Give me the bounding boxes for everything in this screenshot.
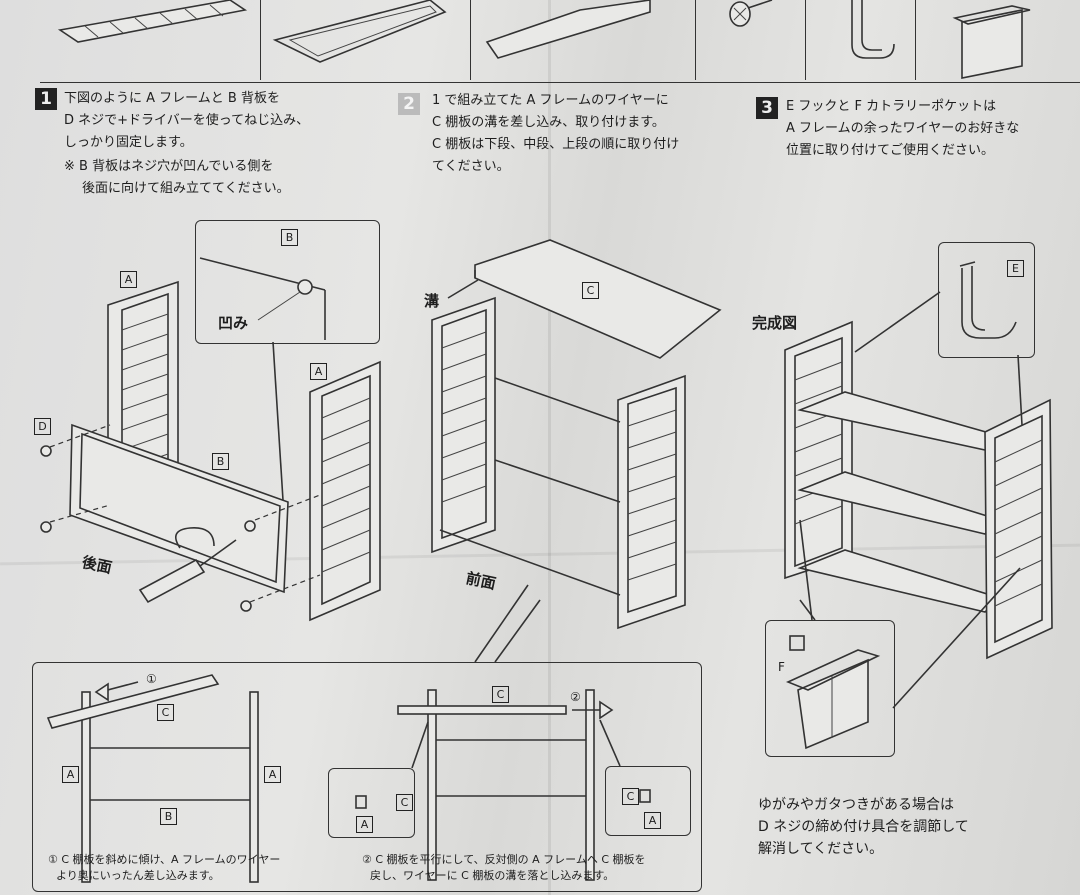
step1-note-line: ※ B 背板はネジ穴が凹んでいる側を bbox=[64, 159, 274, 174]
part-cell-screw bbox=[695, 0, 806, 80]
label-frame-a: A bbox=[310, 363, 327, 380]
label-hekomi: 凹み bbox=[218, 314, 249, 332]
detail-step1-drawing bbox=[46, 674, 259, 883]
part-cell-hook bbox=[805, 0, 916, 80]
screw-icon bbox=[40, 521, 52, 533]
label-backboard-b: B bbox=[212, 453, 229, 470]
part-frame-drawing bbox=[57, 0, 248, 43]
pocket-checkbox-icon bbox=[789, 635, 805, 651]
shelf-insertion-detail-panel bbox=[32, 662, 702, 892]
step2-line: てください。 bbox=[432, 159, 510, 174]
hook-detail-panel bbox=[938, 242, 1035, 358]
wire-detail-right-panel bbox=[605, 766, 691, 836]
hekomi-detail-panel bbox=[195, 220, 380, 344]
step3-line: E フックと F カトラリーポケットは bbox=[786, 99, 997, 114]
finished-rack-left-frame bbox=[784, 320, 853, 580]
step2-line: C 棚板は下段、中段、上段の順に取り付け bbox=[432, 137, 680, 152]
cutlery-pocket-icon bbox=[952, 5, 1031, 79]
step2-right-frame bbox=[617, 374, 686, 630]
step3-line: 位置に取り付けてご使用ください。 bbox=[786, 143, 995, 158]
detail-note-2: ② C 棚板を平行にして、反対側の A フレームへ C 棚板を 戻し、ワイヤーに… bbox=[362, 852, 646, 884]
label-shelf-c: C bbox=[396, 794, 413, 811]
step2-number-badge: 2 bbox=[398, 93, 420, 115]
part-cell-shelf bbox=[470, 0, 696, 80]
detail-note-1-line: ① C 棚板を斜めに傾け、A フレームのワイヤー bbox=[48, 853, 281, 866]
label-mizo: 溝 bbox=[424, 292, 440, 310]
detail-step2-drawing bbox=[355, 689, 651, 881]
step1-line: D ネジで+ドライバーを使ってねじ込み、 bbox=[64, 113, 310, 128]
hekomi-detail-drawing bbox=[199, 257, 326, 501]
screw-icon bbox=[244, 520, 256, 532]
part-cell-backboard bbox=[260, 0, 471, 80]
part-shelf-drawing bbox=[485, 0, 651, 59]
step3-line: A フレームの余ったワイヤーのお好きな bbox=[786, 121, 1020, 136]
label-circle-2: ② bbox=[570, 690, 581, 704]
label-kanseizu: 完成図 bbox=[752, 314, 798, 332]
screw-icon bbox=[240, 600, 252, 612]
step2-left-frame bbox=[431, 296, 496, 554]
label-backboard-b: B bbox=[281, 229, 298, 246]
hook-detail-drawing bbox=[854, 261, 1023, 426]
pocket-detail-panel bbox=[765, 620, 895, 757]
parts-strip bbox=[40, 0, 1080, 83]
hook-icon bbox=[851, 0, 895, 59]
step1-line: 下図のように A フレームと B 背板を bbox=[64, 91, 280, 106]
finished-rack-right-frame bbox=[984, 398, 1053, 660]
step2-line: C 棚板の溝を差し込み、取り付けます。 bbox=[432, 115, 665, 130]
adjustment-note: ゆがみやガタつきがある場合は D ネジの締め付け具合を調節して 解消してください… bbox=[758, 794, 1068, 860]
detail-note-1-line: より奥にいったん差し込みます。 bbox=[56, 869, 220, 882]
mizo-leader-line bbox=[447, 279, 479, 299]
step1-line: しっかり固定します。 bbox=[64, 135, 193, 150]
detail-note-2-line: ② C 棚板を平行にして、反対側の A フレームへ C 棚板を bbox=[362, 853, 646, 866]
screw-icon bbox=[729, 0, 773, 27]
part-cell-frame bbox=[40, 0, 261, 80]
label-shelf-c: C bbox=[157, 704, 174, 721]
detail-note-2-line: 戻し、ワイヤーに C 棚板の溝を落とし込みます。 bbox=[370, 869, 615, 882]
step2-instructions: 1 で組み立てた A フレームのワイヤーに C 棚板の溝を差し込み、取り付けます… bbox=[432, 90, 742, 178]
step3-instructions: E フックと F カトラリーポケットは A フレームの余ったワイヤーのお好きな … bbox=[786, 96, 1071, 162]
step2-wires bbox=[439, 377, 621, 596]
label-circle-1: ① bbox=[146, 672, 157, 686]
label-backboard-b: B bbox=[160, 808, 177, 825]
step1-screw-guides bbox=[49, 424, 321, 603]
finished-rack-shelves bbox=[797, 391, 1002, 613]
label-hook-e: E bbox=[1007, 260, 1024, 277]
step2-shelf bbox=[474, 239, 722, 359]
label-frame-a: A bbox=[264, 766, 281, 783]
step1-number-badge: 1 bbox=[35, 88, 57, 110]
screwdriver-icon bbox=[138, 527, 237, 604]
paper-fold-vertical bbox=[548, 0, 551, 895]
detail-note-1: ① C 棚板を斜めに傾け、A フレームのワイヤー より奥にいったん差し込みます。 bbox=[48, 852, 280, 884]
label-frame-a: A bbox=[644, 812, 661, 829]
step1-backboard bbox=[69, 423, 289, 594]
step1-instructions: 下図のように A フレームと B 背板を D ネジで+ドライバーを使ってねじ込み… bbox=[64, 88, 384, 200]
adjustment-note-line: D ネジの締め付け具合を調節して bbox=[758, 819, 969, 835]
label-frame-a: A bbox=[356, 816, 373, 833]
step2-line: 1 で組み立てた A フレームのワイヤーに bbox=[432, 93, 669, 108]
label-pocket-f: F bbox=[778, 660, 785, 674]
label-frame-a: A bbox=[120, 271, 137, 288]
label-screw-d: D bbox=[34, 418, 51, 435]
label-frame-a: A bbox=[62, 766, 79, 783]
adjustment-note-line: 解消してください。 bbox=[758, 841, 884, 857]
label-shelf-c: C bbox=[492, 686, 509, 703]
screw-icon bbox=[40, 445, 52, 457]
label-shelf-c: C bbox=[582, 282, 599, 299]
part-backboard-drawing bbox=[272, 0, 447, 63]
step3-number-badge: 3 bbox=[756, 97, 778, 119]
step1-right-frame bbox=[309, 360, 381, 622]
detail-callout-lines bbox=[474, 584, 541, 663]
adjustment-note-line: ゆがみやガタつきがある場合は bbox=[758, 797, 954, 813]
pocket-detail-drawing bbox=[785, 519, 1021, 750]
wire-detail-left-panel bbox=[328, 768, 415, 838]
label-shelf-c: C bbox=[622, 788, 639, 805]
step1-note-line: 後面に向けて組み立ててください。 bbox=[82, 181, 290, 196]
